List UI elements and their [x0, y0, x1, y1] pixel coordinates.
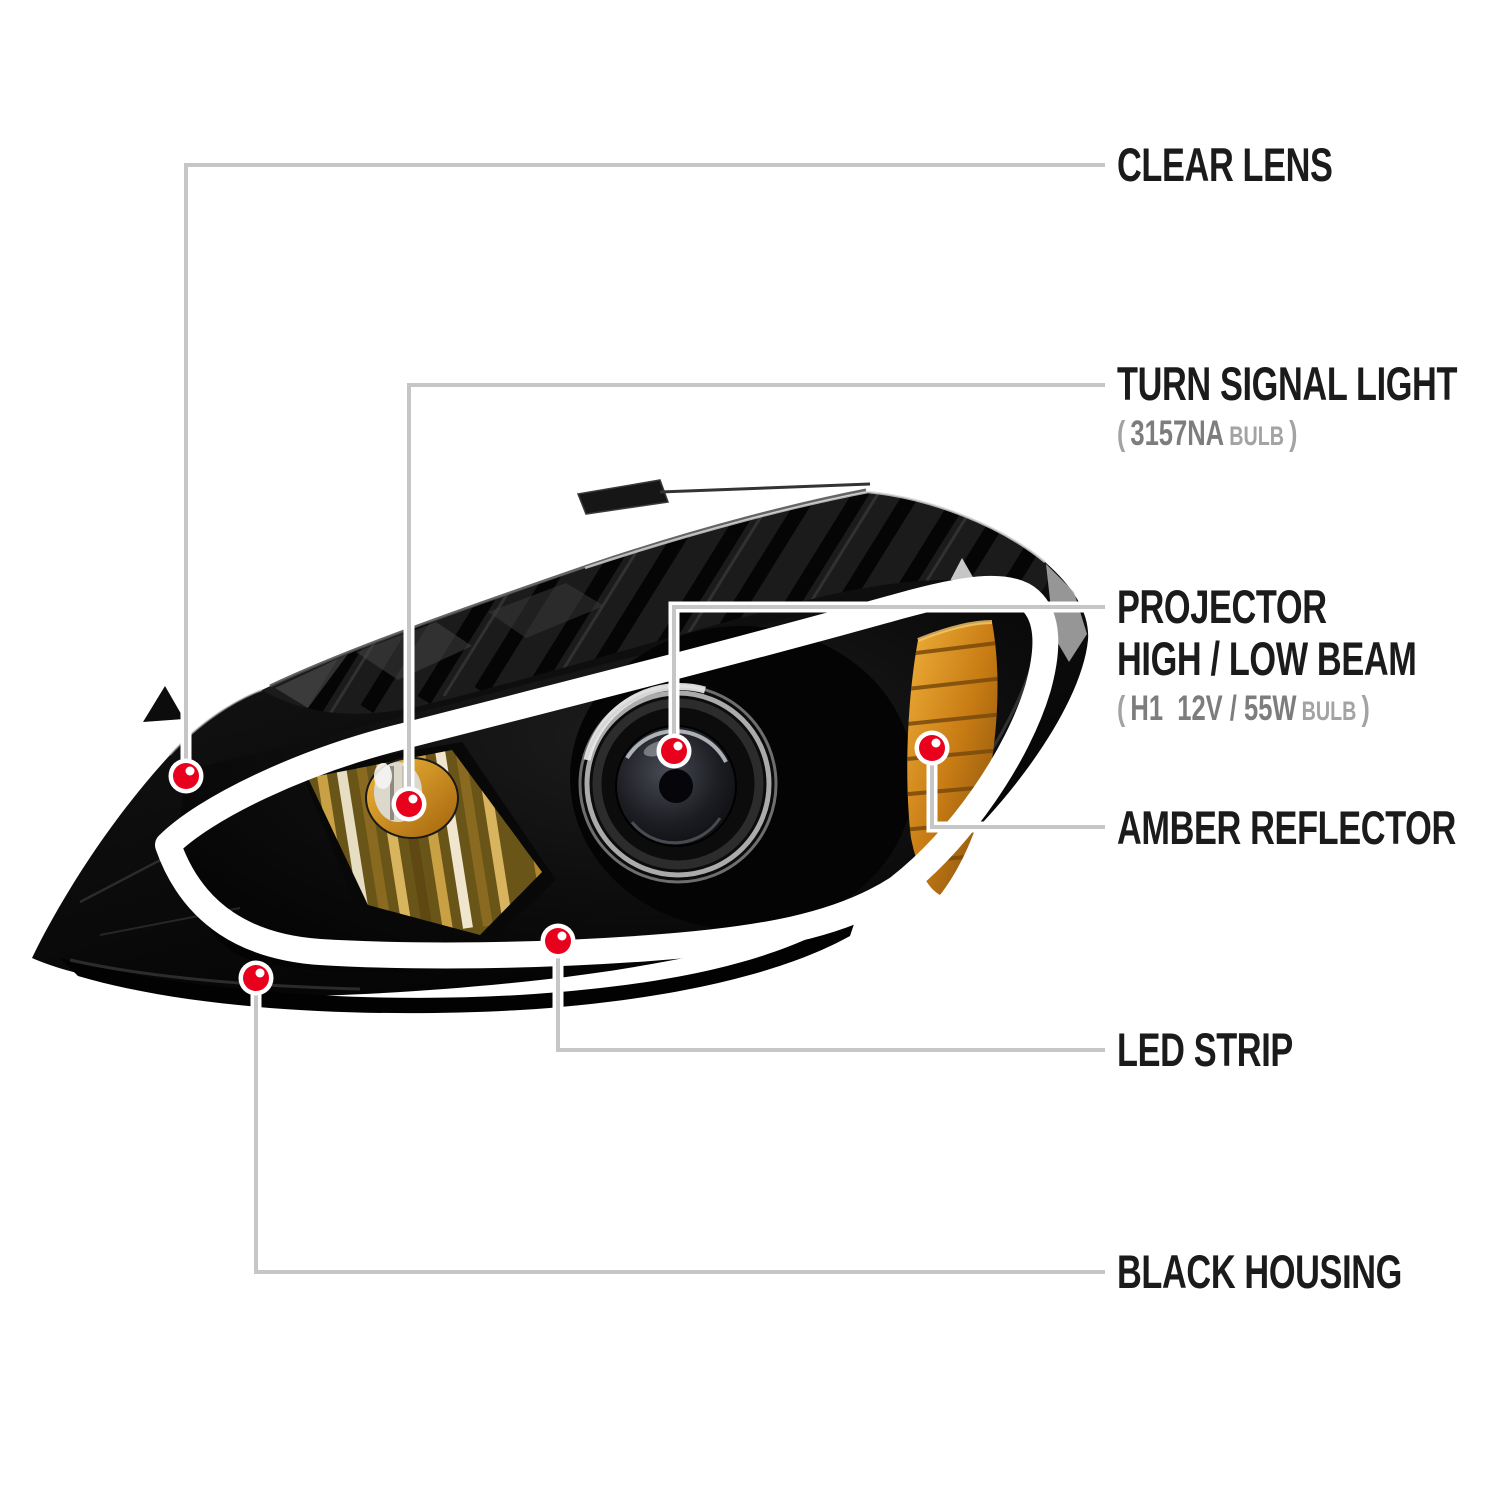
marker-amber-reflector: [914, 730, 950, 766]
leader-projector: [668, 601, 1105, 751]
callout-amber-reflector: AMBER REFLECTOR: [1117, 802, 1500, 854]
black-housing-label: BLACK HOUSING: [1117, 1245, 1402, 1298]
projector-label-line1: PROJECTOR: [1117, 580, 1327, 633]
turn-signal-label: TURN SIGNAL LIGHT: [1117, 357, 1458, 410]
projector-assembly: [570, 626, 914, 930]
led-strip-element: [155, 575, 1059, 969]
callout-led-strip: LED STRIP: [1117, 1024, 1358, 1076]
markers: [168, 730, 950, 996]
led-strip-label: LED STRIP: [1117, 1023, 1293, 1076]
projector-label-line2: HIGH / LOW BEAM: [1117, 632, 1417, 685]
marker-black-housing: [238, 960, 274, 996]
callout-black-housing: BLACK HOUSING: [1117, 1246, 1500, 1298]
headlight-photo: [32, 479, 1089, 1014]
callout-clear-lens: CLEAR LENS: [1117, 139, 1412, 191]
leader-clear-lens: [180, 159, 1105, 776]
marker-clear-lens: [168, 758, 204, 794]
leader-turn-signal: [403, 379, 1105, 804]
leader-lines: [180, 159, 1105, 1278]
leader-amber-reflector: [926, 748, 1105, 833]
marker-projector: [656, 733, 692, 769]
amber-reflector-label: AMBER REFLECTOR: [1117, 801, 1456, 854]
marker-led-strip: [540, 923, 576, 959]
clear-lens-label: CLEAR LENS: [1117, 138, 1333, 191]
leader-led-strip: [552, 941, 1105, 1056]
marker-turn-signal: [391, 786, 427, 822]
leader-black-housing: [250, 978, 1105, 1278]
